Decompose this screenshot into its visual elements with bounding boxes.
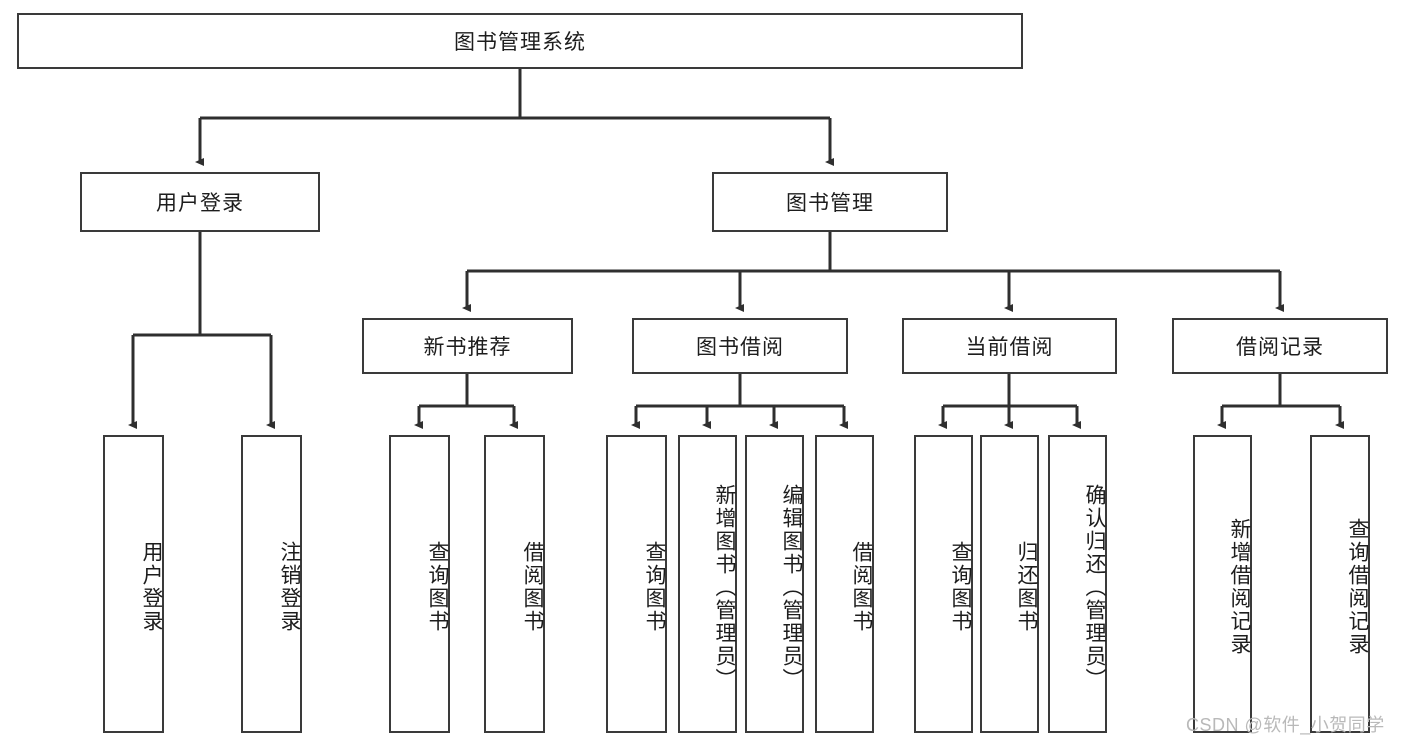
node-label: 查询图书 [426, 541, 449, 633]
node-borrow-records[interactable]: 借阅记录 [1172, 318, 1388, 374]
node-bb-query-book[interactable]: 查询图书 [606, 435, 667, 733]
node-label: 确认归还（管理员） [1083, 483, 1106, 691]
node-label: 图书管理系统 [454, 31, 586, 54]
node-bb-add-book[interactable]: 新增图书（管理员） [678, 435, 737, 733]
node-bb-edit-book[interactable]: 编辑图书（管理员） [745, 435, 804, 733]
node-label: 新书推荐 [423, 336, 512, 359]
node-cb-return-book[interactable]: 归还图书 [980, 435, 1039, 733]
node-bb-borrow-book[interactable]: 借阅图书 [815, 435, 874, 733]
node-br-query-record[interactable]: 查询借阅记录 [1310, 435, 1370, 733]
node-new-book-recommend[interactable]: 新书推荐 [362, 318, 573, 374]
node-label: 借阅图书 [521, 541, 544, 633]
node-label: 当前借阅 [965, 336, 1054, 359]
node-label: 图书借阅 [696, 336, 784, 359]
node-cb-query-book[interactable]: 查询图书 [914, 435, 973, 733]
node-label: 用户登录 [140, 541, 163, 633]
node-label: 查询图书 [643, 541, 666, 633]
node-label: 归还图书 [1015, 541, 1038, 633]
node-root[interactable]: 图书管理系统 [17, 13, 1023, 69]
node-br-add-record[interactable]: 新增借阅记录 [1193, 435, 1252, 733]
node-nb-borrow-book[interactable]: 借阅图书 [484, 435, 545, 733]
node-user-login[interactable]: 用户登录 [80, 172, 320, 232]
node-label: 查询图书 [949, 541, 972, 633]
node-label: 查询借阅记录 [1346, 518, 1369, 656]
node-nb-query-book[interactable]: 查询图书 [389, 435, 450, 733]
node-label: 借阅记录 [1236, 336, 1324, 359]
node-label: 编辑图书（管理员） [780, 483, 803, 691]
watermark-text: CSDN @软件_小贺同学 [1186, 715, 1385, 735]
node-label: 新增图书（管理员） [713, 483, 736, 691]
node-label: 图书管理 [786, 192, 874, 215]
node-user-login-do[interactable]: 用户登录 [103, 435, 164, 733]
node-label: 注销登录 [278, 541, 301, 633]
node-book-manage[interactable]: 图书管理 [712, 172, 948, 232]
node-current-borrow[interactable]: 当前借阅 [902, 318, 1117, 374]
node-cb-confirm-return[interactable]: 确认归还（管理员） [1048, 435, 1107, 733]
node-label: 用户登录 [156, 192, 244, 215]
node-label: 借阅图书 [850, 541, 873, 633]
node-user-logout[interactable]: 注销登录 [241, 435, 302, 733]
node-book-borrow[interactable]: 图书借阅 [632, 318, 848, 374]
node-label: 新增借阅记录 [1228, 518, 1251, 656]
